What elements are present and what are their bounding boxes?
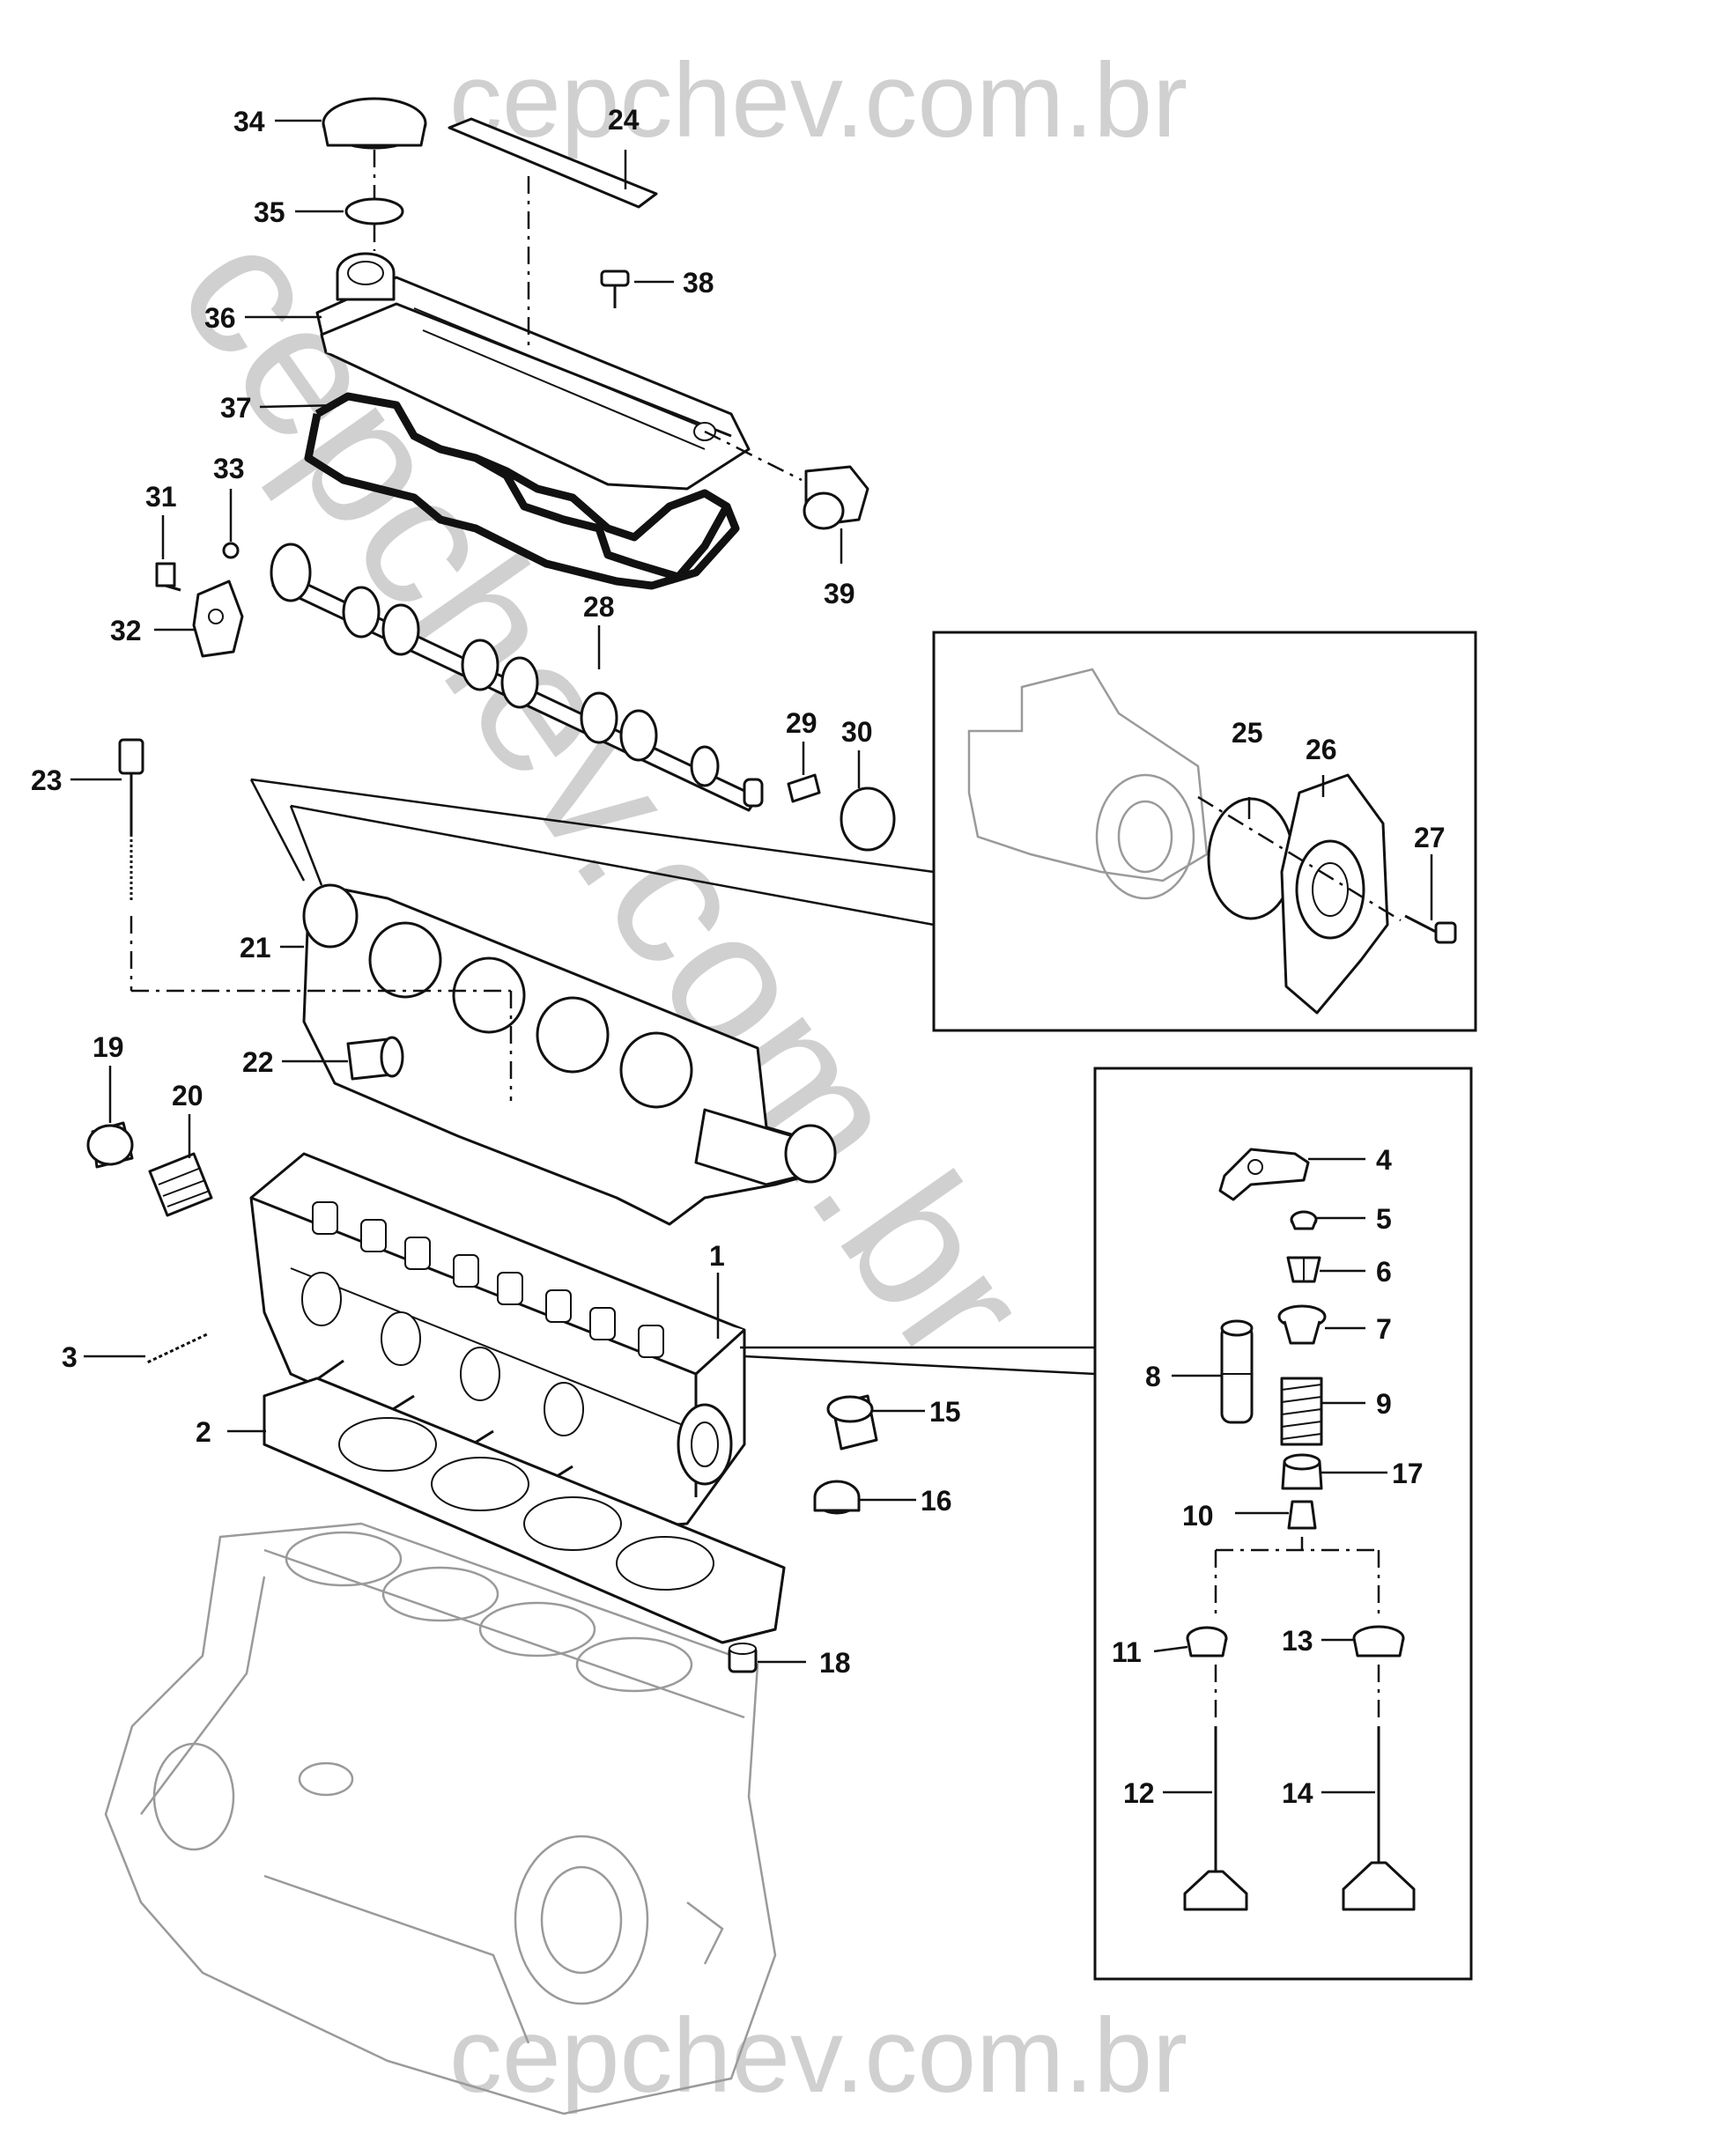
valve-stem-seal — [1281, 1453, 1323, 1490]
valve-keeper — [1290, 1210, 1318, 1230]
callout-15: 15 — [929, 1396, 961, 1428]
callout-24: 24 — [608, 104, 640, 136]
cover-strip — [448, 117, 658, 209]
retainer-plate — [192, 580, 244, 658]
callout-39: 39 — [824, 578, 855, 609]
callout-9: 9 — [1376, 1388, 1392, 1420]
callout-34: 34 — [233, 106, 265, 137]
callout-11: 11 — [1112, 1636, 1142, 1668]
coil-spring — [148, 1152, 213, 1217]
callout-1: 1 — [709, 1240, 725, 1272]
head-gasket — [263, 1377, 786, 1644]
callout-30: 30 — [841, 716, 873, 748]
callout-29: 29 — [786, 707, 818, 739]
intake-valve — [1183, 1726, 1248, 1911]
callout-19: 19 — [92, 1031, 124, 1063]
callout-16: 16 — [921, 1485, 952, 1517]
callout-38: 38 — [683, 267, 714, 299]
inset-box-rear-cover — [932, 631, 1477, 1032]
hydraulic-lifter — [1220, 1319, 1254, 1424]
tube-fitting — [346, 1036, 404, 1081]
inset-connector-lines — [249, 778, 1096, 1376]
camshaft-seal — [840, 786, 896, 852]
dowel-sleeve — [728, 1643, 758, 1673]
camshaft — [270, 543, 764, 812]
camshaft-housing — [302, 883, 837, 1226]
leader-lines — [70, 119, 1433, 1794]
callout-14: 14 — [1282, 1777, 1313, 1809]
exhaust-valve — [1342, 1726, 1416, 1911]
valve-cover-gasket — [304, 392, 740, 590]
stud — [144, 1333, 208, 1365]
inset-o-ring — [1207, 797, 1295, 920]
assembly-dashed-lines — [129, 150, 1402, 1722]
callout-26: 26 — [1306, 734, 1337, 765]
watermark-top: cepchev.com.br — [449, 41, 1187, 159]
valve-collet — [1286, 1256, 1321, 1283]
callout-27: 27 — [1414, 822, 1446, 853]
callout-17: 17 — [1392, 1458, 1424, 1489]
callout-22: 22 — [242, 1046, 274, 1078]
camshaft-pin — [787, 773, 821, 803]
callout-5: 5 — [1376, 1203, 1392, 1235]
callout-10: 10 — [1182, 1500, 1214, 1532]
inset-cover-bolt — [1404, 914, 1457, 944]
valve-springs-row — [312, 1201, 664, 1358]
valve-cover — [315, 252, 751, 491]
valve-spring — [1280, 1377, 1323, 1446]
callout-8: 8 — [1145, 1361, 1161, 1392]
callout-37: 37 — [220, 392, 252, 424]
cover-bolt — [600, 270, 630, 308]
valve-guide-seal — [1287, 1500, 1317, 1530]
cylinder-head — [249, 1152, 746, 1530]
callout-23: 23 — [31, 764, 63, 796]
inset-end-cover — [1280, 773, 1389, 1015]
callout-12: 12 — [1123, 1777, 1155, 1809]
callout-35: 35 — [254, 196, 285, 228]
valve-spring-seat-exhaust — [1352, 1625, 1405, 1658]
callout-28: 28 — [583, 591, 615, 623]
plug-cap — [813, 1480, 861, 1515]
callout-18: 18 — [819, 1647, 851, 1679]
callout-7: 7 — [1376, 1313, 1392, 1345]
callout-25: 25 — [1232, 717, 1263, 749]
inset-housing-outline — [967, 668, 1209, 900]
oil-cap-seal-ring — [344, 197, 404, 225]
callout-2: 2 — [196, 1416, 211, 1448]
head-bolt — [118, 738, 144, 903]
callout-20: 20 — [172, 1080, 203, 1111]
engine-block — [104, 1522, 777, 2115]
breather-fitting — [803, 465, 869, 530]
cap-plug — [86, 1121, 134, 1169]
inset-box-valve-train — [1093, 1067, 1473, 1981]
callout-3: 3 — [62, 1341, 78, 1373]
retainer-screw — [155, 562, 181, 592]
rocker-arm — [1218, 1148, 1310, 1201]
callout-13: 13 — [1282, 1625, 1313, 1657]
sleeve — [826, 1394, 878, 1451]
spring-retainer — [1277, 1304, 1327, 1345]
oil-filler-cap — [322, 97, 427, 150]
callout-32: 32 — [110, 615, 142, 646]
callout-labels: 1 2 3 4 5 6 7 8 9 10 11 12 13 14 15 16 1… — [31, 104, 1446, 1809]
valve-spring-seat-intake — [1186, 1626, 1228, 1658]
check-ball — [222, 542, 240, 559]
callout-33: 33 — [213, 453, 245, 484]
callout-4: 4 — [1376, 1144, 1392, 1176]
watermark-bottom: cepchev.com.br — [449, 1997, 1187, 2115]
callout-31: 31 — [145, 481, 177, 513]
callout-21: 21 — [240, 932, 271, 964]
callout-36: 36 — [204, 302, 236, 334]
callout-6: 6 — [1376, 1256, 1392, 1288]
